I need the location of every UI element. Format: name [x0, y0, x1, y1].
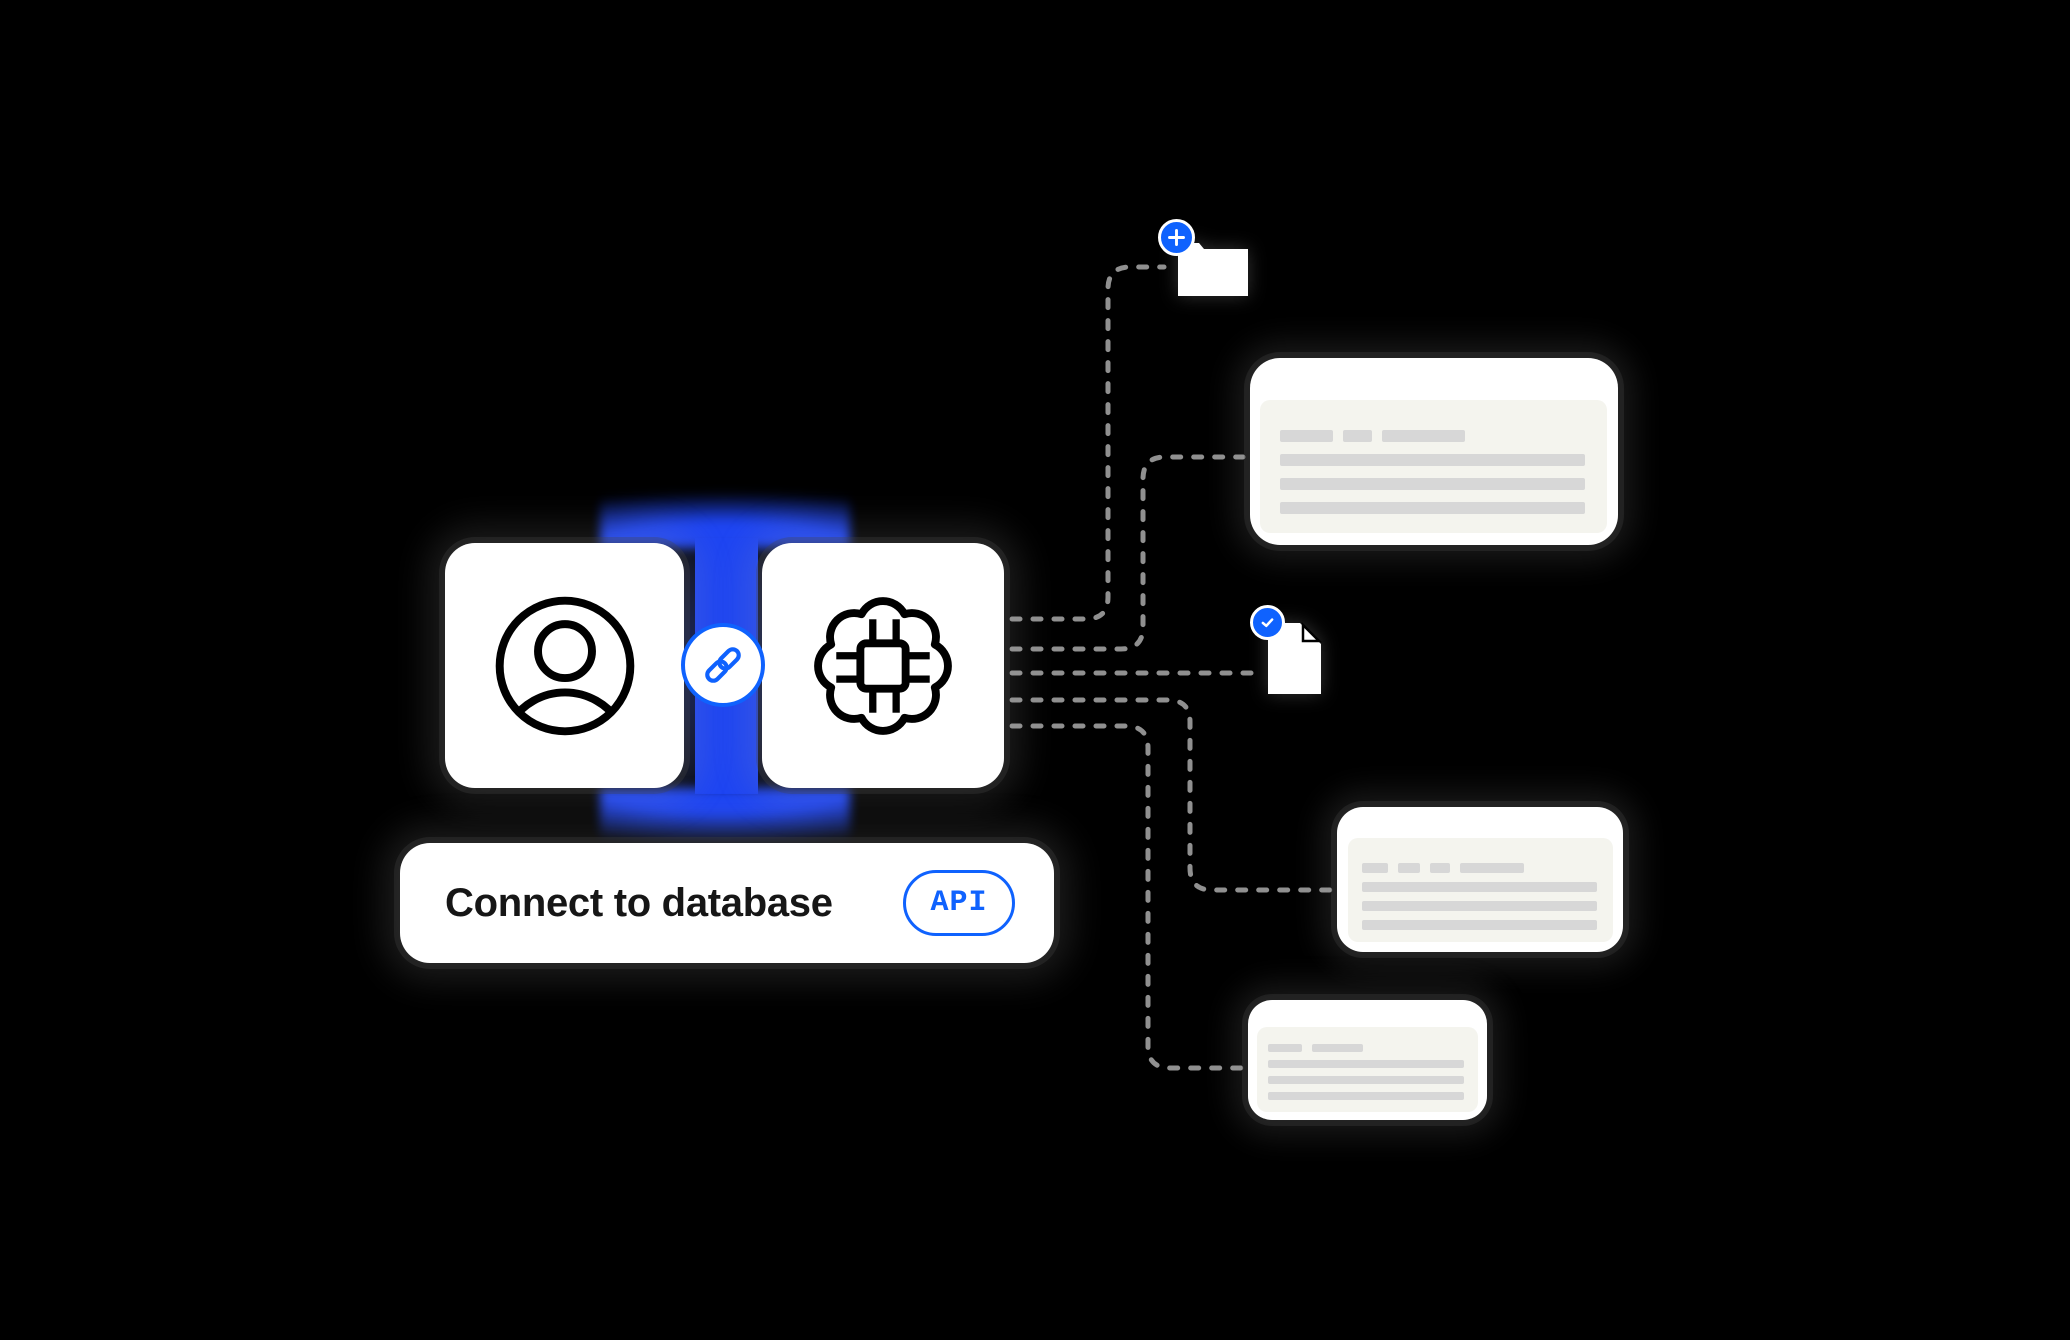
- doc-card: [1250, 358, 1618, 545]
- doc-card-panel: [1257, 1027, 1478, 1112]
- skeleton-word-bar: [1312, 1044, 1363, 1052]
- skeleton-word-bar: [1343, 430, 1372, 442]
- api-badge: API: [903, 870, 1015, 936]
- wire-to-doc-card-3: [1009, 723, 1244, 1071]
- skeleton-line-bar: [1280, 478, 1585, 490]
- doc-card: [1337, 807, 1623, 952]
- user-icon: [495, 596, 634, 735]
- link-icon: [705, 647, 741, 683]
- document-icon: [1268, 622, 1322, 694]
- skeleton-word-row: [1362, 863, 1613, 873]
- folder-icon: [1178, 243, 1248, 296]
- ai-chip-brain-icon: [814, 596, 952, 735]
- skeleton-word-bar: [1268, 1044, 1302, 1052]
- skeleton-word-bar: [1430, 863, 1450, 873]
- skeleton-word-row: [1280, 430, 1607, 442]
- skeleton-line-bar: [1280, 454, 1585, 466]
- skeleton-line-bar: [1362, 882, 1597, 892]
- connect-database-bar: Connect to database API: [400, 843, 1054, 963]
- skeleton-word-row: [1268, 1044, 1478, 1052]
- plus-badge-icon: [1158, 219, 1195, 256]
- link-bubble: [681, 623, 765, 707]
- skeleton-line-bar: [1362, 920, 1597, 930]
- user-card: [445, 543, 684, 788]
- wire-to-doc-card-1: [1009, 454, 1246, 652]
- wire-to-doc-card-2: [1009, 697, 1333, 893]
- skeleton-word-bar: [1382, 430, 1465, 442]
- doc-card-panel: [1348, 838, 1613, 942]
- skeleton-line-bar: [1280, 502, 1585, 514]
- doc-card-panel: [1260, 400, 1607, 533]
- skeleton-line-bar: [1268, 1076, 1464, 1084]
- ai-card: [762, 543, 1004, 788]
- skeleton-word-bar: [1398, 863, 1420, 873]
- wire-to-folder: [1009, 264, 1167, 622]
- skeleton-word-bar: [1460, 863, 1524, 873]
- skeleton-word-bar: [1362, 863, 1388, 873]
- api-badge-label: API: [930, 886, 988, 920]
- skeleton-line-bar: [1268, 1092, 1464, 1100]
- check-badge-icon: [1250, 605, 1285, 640]
- connect-database-label: Connect to database: [445, 880, 833, 925]
- doc-card: [1248, 1000, 1487, 1120]
- blue-glow-dome-bottom: [600, 788, 850, 844]
- skeleton-word-bar: [1280, 430, 1333, 442]
- skeleton-line-bar: [1362, 901, 1597, 911]
- skeleton-line-bar: [1268, 1060, 1464, 1068]
